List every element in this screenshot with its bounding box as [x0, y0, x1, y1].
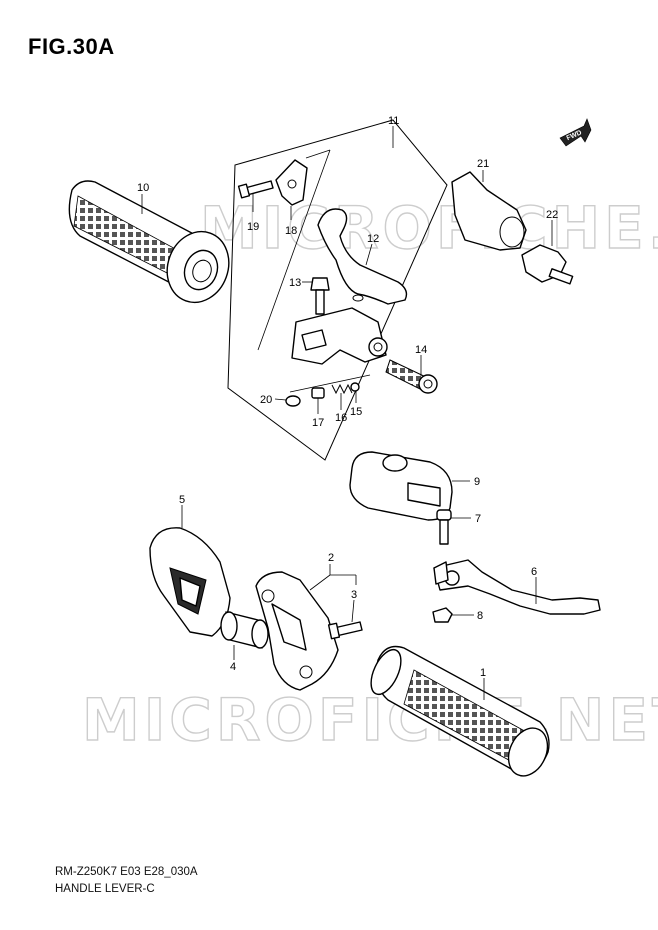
nut-20: [285, 395, 301, 407]
diagram-caption: HANDLE LEVER-C: [55, 883, 155, 895]
watermark-top: MICROFICHE.NET: [200, 194, 658, 262]
watermark-bottom: MICROFICHE.NET: [82, 686, 658, 754]
pivot-bolt-13: [310, 277, 330, 315]
callout-labels: 10 11 19 18 12 13 14 20 17 16 15 21 22 9…: [137, 115, 558, 679]
callout-19: 19: [247, 221, 259, 233]
callout-22: 22: [546, 209, 558, 221]
bolt-19: [237, 180, 274, 199]
callout-12: 12: [367, 233, 379, 245]
fwd-arrow-icon: FWD: [559, 118, 592, 147]
leader-lines: [141, 126, 553, 700]
bolt-7: [436, 509, 452, 545]
callout-8: 8: [477, 610, 483, 622]
clutch-lever-12: [317, 208, 408, 305]
callout-18: 18: [285, 225, 297, 237]
callout-16: 16: [335, 412, 347, 424]
callout-2: 2: [328, 552, 334, 564]
callout-3: 3: [351, 589, 357, 601]
adjuster-nut-22: [521, 244, 574, 285]
lever-bracket-18: [275, 159, 308, 206]
lever-cover-21: [451, 171, 527, 251]
collar-4: [220, 611, 269, 649]
nut-8: [432, 607, 453, 623]
callout-1: 1: [480, 667, 486, 679]
callout-4: 4: [230, 661, 236, 673]
brake-lever-6: [433, 559, 601, 615]
grip-left-10: [68, 180, 230, 304]
callout-5: 5: [179, 494, 185, 506]
assembly-frame-11: [227, 119, 448, 461]
callout-11: 11: [388, 115, 399, 127]
callout-14: 14: [415, 344, 427, 356]
callout-10: 10: [137, 182, 149, 194]
lever-perch-11: [291, 307, 388, 365]
callout-13: 13: [289, 277, 301, 289]
lever-cover-5: [149, 527, 231, 637]
ball-15: [350, 382, 360, 392]
callout-21: 21: [477, 158, 489, 170]
diagram-code: RM-Z250K7 E03 E28_030A: [55, 866, 198, 878]
figure-title: FIG.30A: [28, 34, 115, 59]
lever-boot-9: [349, 451, 453, 521]
callout-17: 17: [312, 417, 324, 429]
callout-15: 15: [350, 406, 362, 418]
holder-2: [255, 571, 339, 691]
callout-7: 7: [475, 513, 481, 525]
callout-20: 20: [260, 394, 272, 406]
grip-right-1: [370, 645, 550, 777]
screw-3: [327, 621, 363, 640]
spring-16: [331, 383, 353, 395]
callout-6: 6: [531, 566, 537, 578]
callout-9: 9: [474, 476, 480, 488]
pin-17: [311, 387, 325, 399]
adjuster-14: [385, 359, 438, 394]
